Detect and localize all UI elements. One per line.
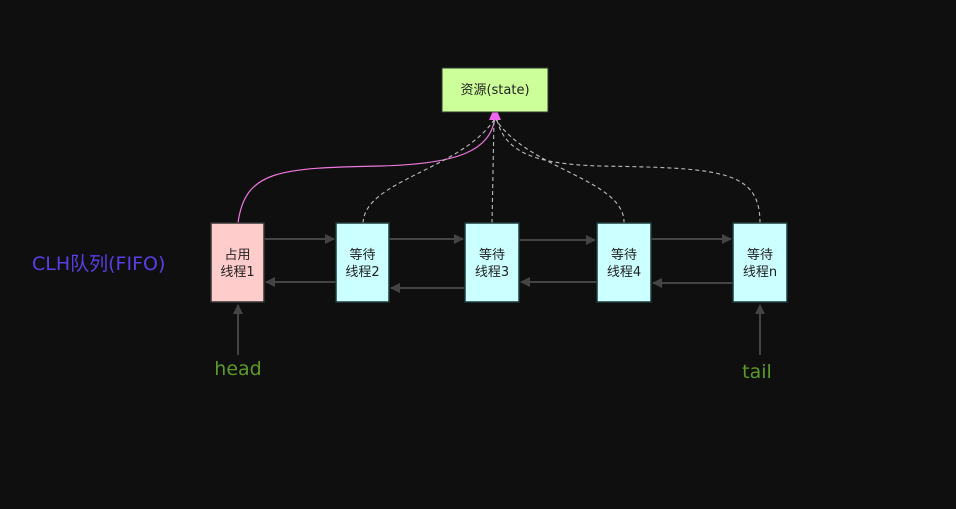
node-line1: 等待	[747, 247, 773, 263]
queue-label: CLH队列(FIFO)	[32, 253, 165, 275]
wait-edge-thread3	[491, 119, 495, 224]
resource-box	[441, 67, 549, 113]
node-line1: 等待	[611, 247, 637, 263]
wait-edge-thread2	[362, 119, 495, 224]
node-line2: 线程1	[220, 265, 254, 280]
node-thread4: 等待 线程4	[596, 222, 652, 303]
node-thread3: 等待 线程3	[464, 222, 520, 303]
node-thread2: 等待 线程2	[335, 222, 390, 303]
node-line2: 线程4	[607, 265, 641, 280]
tail-label: tail	[742, 361, 772, 383]
resource-label: 资源(state)	[460, 83, 529, 98]
node-line2: 线程3	[475, 265, 509, 280]
node-line2: 线程n	[743, 265, 777, 280]
node-line1: 等待	[479, 247, 505, 263]
node-line1: 占用	[224, 248, 250, 263]
wait-edge-threadn	[496, 119, 761, 224]
node-thread1: 占用 线程1	[210, 222, 265, 303]
acquire-edge-thread1	[237, 106, 501, 224]
head-label: head	[214, 358, 261, 380]
node-line1: 等待	[349, 247, 375, 263]
node-threadn: 等待 线程n	[732, 222, 788, 303]
node-line2: 线程2	[345, 265, 379, 280]
wait-edge-thread4	[495, 119, 625, 224]
